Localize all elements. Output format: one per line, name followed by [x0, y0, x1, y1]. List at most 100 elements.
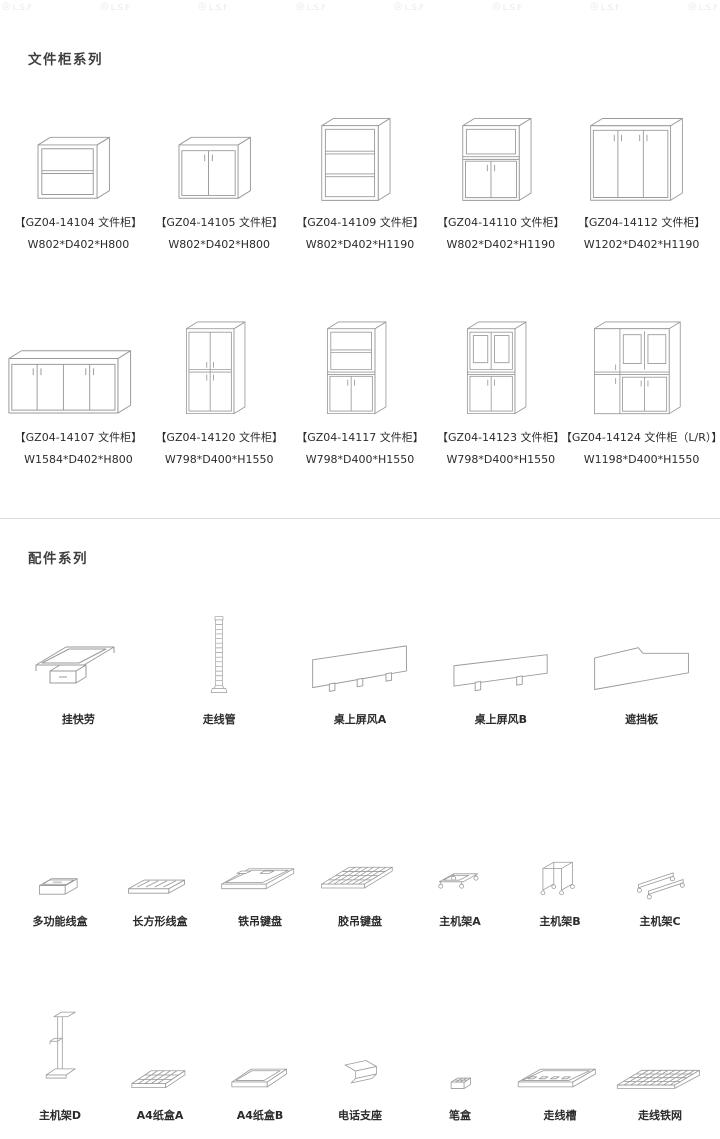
watermark-text: L.S.F: [600, 2, 620, 12]
metal-keyboard-tray-icon: [217, 861, 303, 901]
cabinet-open-top-doors-tall-icon: [324, 303, 397, 419]
accessory-card: 主机架A: [450, 853, 481, 929]
accessory-row-2: 多功能线盒 长方形线盒 铁吊键盘 胶吊键盘 主机架A 主机架B 主机架C: [0, 837, 720, 945]
cabinet-three-door-mid-icon: [587, 102, 696, 204]
product-card: 【GZ04-14109 文件柜】 W802*D402*H1190: [296, 98, 424, 251]
product-code: 【GZ04-14110 文件柜】: [437, 216, 565, 229]
product-code: 【GZ04-14104 文件柜】: [14, 216, 143, 229]
plastic-keyboard-tray-icon: [317, 858, 403, 901]
watermark-logo-icon: ◎: [100, 1, 109, 12]
cpu-holder-c-icon: [630, 863, 690, 901]
product-code: 【GZ04-14123 文件柜】: [437, 431, 565, 444]
accessory-label: 桌上屏风A: [333, 713, 387, 726]
product-size: W802*D402*H800: [168, 238, 270, 251]
cpu-holder-b-icon: [532, 856, 588, 901]
watermark-text: L.S.F: [698, 2, 718, 12]
product-size: W798*D400*H1550: [305, 453, 415, 466]
accessory-card: A4纸盒B: [250, 1005, 270, 1123]
accessory-card: 笔盒: [449, 1005, 471, 1123]
product-size: W1584*D402*H800: [24, 453, 133, 466]
accessory-series-section: 配件系列 挂快劳 走线管 桌上屏风A 桌上屏风B 遮挡板 多功能线盒: [0, 547, 720, 1139]
desk-screen-a-icon: [308, 641, 412, 699]
accessory-label: 电话支座: [338, 1109, 382, 1122]
watermark-text: L.S.F: [502, 2, 522, 12]
product-size: W798*D400*H1550: [164, 453, 274, 466]
watermark-mark: ◎L.S.F: [394, 2, 424, 12]
accessory-card: 电话支座: [338, 1005, 382, 1123]
accessory-card: 挂快劳: [48, 611, 109, 727]
product-code: 【GZ04-14117 文件柜】: [296, 431, 424, 444]
cpu-holder-a-icon: [431, 861, 489, 901]
watermark-mark: ◎L.S.F: [492, 2, 522, 12]
cabinet-open-mid-icon: [318, 102, 402, 204]
watermark-logo-icon: ◎: [198, 1, 207, 12]
product-card: 【GZ04-14107 文件柜】 W1584*D402*H800: [48, 301, 142, 466]
accessory-card: 走线槽: [550, 1005, 570, 1123]
accessory-card: 主机架C: [650, 853, 670, 929]
watermark-logo-icon: ◎: [492, 1, 501, 12]
accessory-card: 主机架D: [39, 1005, 81, 1123]
product-code: 【GZ04-14124 文件柜（L/R）】: [560, 431, 720, 444]
cable-mesh-icon: [614, 1062, 706, 1095]
accessory-label: 主机架A: [439, 915, 481, 928]
watermark-text: L.S.F: [110, 2, 130, 12]
accessory-label: 多功能线盒: [32, 915, 88, 928]
pen-box-icon: [443, 1066, 477, 1095]
product-size: W1202*D402*H1190: [583, 238, 700, 251]
accessory-label: 笔盒: [449, 1109, 471, 1122]
accessory-section-title: 配件系列: [28, 551, 88, 567]
watermark-text: L.S.F: [306, 2, 326, 12]
accessory-label: 铁吊键盘: [238, 915, 282, 928]
watermark-logo-icon: ◎: [2, 1, 11, 12]
accessory-label: 走线铁网: [638, 1109, 682, 1122]
watermark-mark: ◎L.S.F: [590, 2, 620, 12]
product-card: 【GZ04-14123 文件柜】 W798*D400*H1550: [437, 301, 565, 466]
product-code: 【GZ04-14109 文件柜】: [296, 216, 424, 229]
cable-trough-icon: [515, 1061, 605, 1095]
accessory-label: 胶吊键盘: [338, 915, 382, 928]
watermark-logo-icon: ◎: [688, 1, 697, 12]
watermark-text: L.S.F: [208, 2, 228, 12]
accessory-label: A4纸盒B: [236, 1109, 284, 1122]
rect-cable-box-icon: [123, 873, 197, 901]
product-card: 【GZ04-14112 文件柜】 W1202*D402*H1190: [578, 98, 705, 251]
accessory-label: 遮挡板: [625, 713, 659, 726]
cabinet-glass-top-tall-wide-icon: [591, 303, 693, 419]
accessory-card: A4纸盒A: [150, 1005, 170, 1123]
cabinet-open-top-doors-mid-icon: [459, 102, 543, 204]
product-code: 【GZ04-14112 文件柜】: [577, 216, 706, 229]
desk-screen-b-icon: [449, 651, 553, 699]
accessory-label: 主机架B: [539, 915, 581, 928]
watermark-logo-icon: ◎: [296, 1, 305, 12]
section-divider: [0, 518, 720, 519]
product-size: W798*D400*H1550: [446, 453, 556, 466]
cabinet-row-1: 【GZ04-14104 文件柜】 W802*D402*H800 【GZ04-14…: [0, 82, 720, 267]
watermark-mark: ◎L.S.F: [100, 2, 130, 12]
accessory-label: 主机架C: [639, 915, 681, 928]
accessory-card: 桌上屏风A: [330, 611, 391, 727]
cabinet-section-title: 文件柜系列: [28, 52, 103, 68]
watermark-row: ◎L.S.F ◎L.S.F ◎L.S.F ◎L.S.F ◎L.S.F ◎L.S.…: [0, 0, 720, 20]
cable-tube-icon: [209, 614, 229, 699]
product-card: 【GZ04-14110 文件柜】 W802*D402*H1190: [437, 98, 565, 251]
accessory-card: 走线管: [189, 611, 250, 727]
watermark-mark: ◎L.S.F: [688, 2, 718, 12]
cpu-holder-d-icon: [37, 1009, 83, 1095]
accessory-label: 挂快劳: [61, 713, 95, 726]
accessory-card: 铁吊键盘: [250, 853, 270, 929]
accessory-card: 多功能线盒: [33, 853, 88, 929]
a4-tray-b-icon: [227, 1061, 293, 1095]
accessory-card: 走线铁网: [650, 1005, 670, 1123]
accessory-card: 主机架B: [539, 853, 581, 929]
watermark-mark: ◎L.S.F: [198, 2, 228, 12]
product-code: 【GZ04-14105 文件柜】: [155, 216, 283, 229]
cabinet-row-2: 【GZ04-14107 文件柜】 W1584*D402*H800 【GZ04-1…: [0, 285, 720, 482]
accessory-card: 长方形线盒: [150, 853, 188, 929]
accessory-label: 主机架D: [38, 1109, 82, 1122]
cabinet-four-door-tall-icon: [183, 303, 256, 419]
accessory-card: 遮挡板: [611, 611, 672, 727]
cabinet-four-door-low-wide-icon: [5, 337, 151, 419]
product-code: 【GZ04-14120 文件柜】: [155, 431, 283, 444]
a4-tray-a-icon: [127, 1061, 193, 1095]
